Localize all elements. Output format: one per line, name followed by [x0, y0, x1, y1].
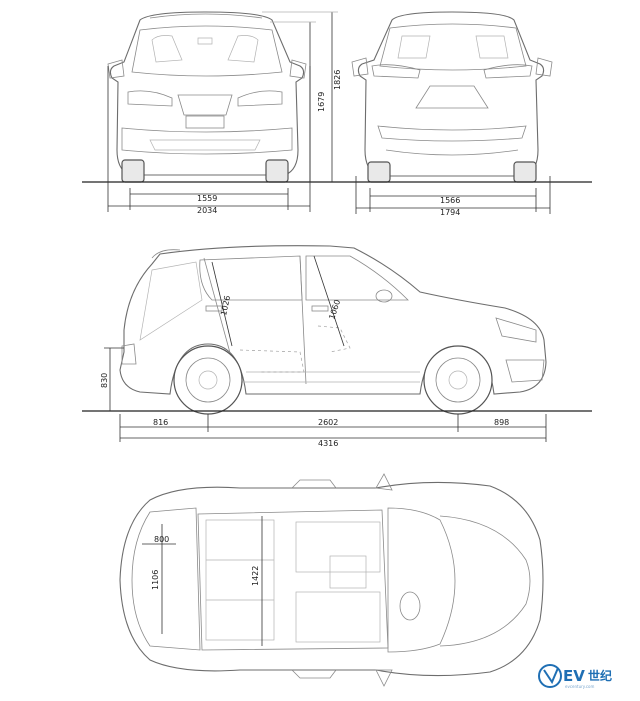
side-view: [119, 245, 547, 415]
logo-sub-text: evcentury.com: [565, 684, 594, 689]
front-overhang-label: 898: [494, 418, 509, 427]
side-view-dimensions: [104, 347, 547, 442]
overall-length-label: 4316: [318, 439, 338, 448]
ev-century-logo: EV 世纪 evcentury.com: [538, 664, 612, 689]
logo-cn-text: 世纪: [588, 668, 612, 683]
rear-overall-width-label: 2034: [197, 206, 217, 215]
height-830-label: 830: [100, 373, 109, 388]
front-view-dimensions: [355, 176, 551, 214]
rear-view: [107, 11, 307, 183]
front-track-label: 1566: [440, 196, 460, 205]
height-inner-label: 1679: [317, 92, 326, 112]
front-view: [351, 11, 553, 183]
top-view: [119, 473, 544, 687]
front-overall-width-label: 1794: [440, 208, 460, 217]
interior-width-label: 1422: [251, 566, 260, 586]
rear-overhang-label: 816: [153, 418, 168, 427]
cargo-width-label: 1106: [151, 570, 160, 590]
wheelbase-label: 2602: [318, 418, 338, 427]
cargo-length-label: 800: [154, 535, 169, 544]
height-overall-label: 1826: [333, 70, 342, 90]
logo-latin-text: EV: [563, 667, 585, 685]
rear-door-opening-label: 1026: [219, 295, 232, 317]
rear-track-label: 1559: [197, 194, 217, 203]
rear-view-dimensions: [107, 11, 338, 212]
top-view-dimensions: [142, 516, 263, 646]
